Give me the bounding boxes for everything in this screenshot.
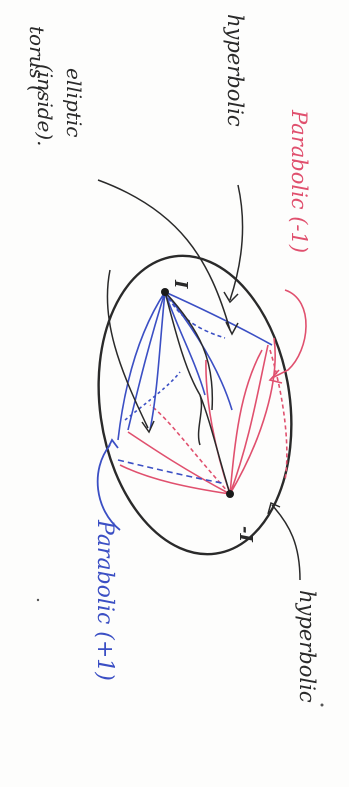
parabolic-minus-leader: [272, 290, 306, 378]
label-hyperbolic-top: hyperbolic: [223, 14, 247, 127]
group-outline: [80, 243, 310, 567]
label-point-I: I: [170, 279, 191, 289]
parabolic-plus-arrowhead: [108, 440, 118, 448]
stray-mark: [321, 704, 324, 707]
label-hyperbolic-bottom: hyperbolic: [295, 590, 319, 703]
label-parabolic-plus: Parabolic (+1): [92, 519, 117, 681]
stray-mark: [37, 599, 39, 601]
label-elliptic: elliptic: [62, 68, 86, 137]
point-I: [161, 288, 169, 296]
label-parabolic-minus: Parabolic (-1): [287, 109, 311, 253]
label-elliptic-inside: (inside).: [33, 64, 57, 147]
label-point-minus-I: -I: [235, 526, 256, 542]
point-minus-I: [226, 490, 234, 498]
